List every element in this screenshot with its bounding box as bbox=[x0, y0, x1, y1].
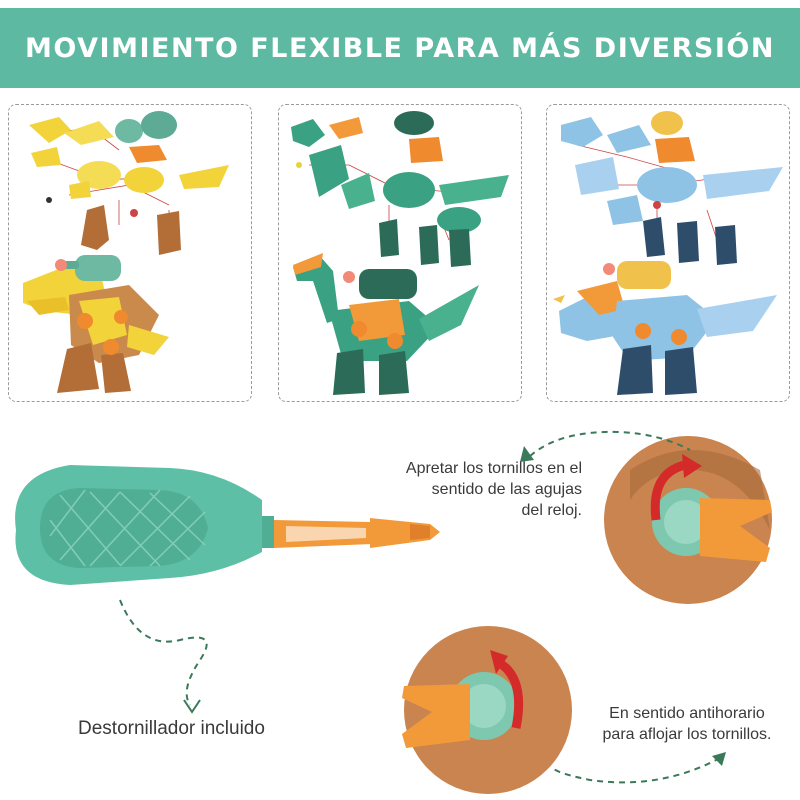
dashed-arrows bbox=[119, 430, 721, 784]
t-rex-kit-image bbox=[8, 104, 252, 402]
screwdriver-image bbox=[15, 465, 440, 585]
title-banner: MOVIMIENTO FLEXIBLE PARA MÁS DIVERSIÓN bbox=[0, 8, 800, 88]
tighten-caption-line: Apretar los tornillos en el bbox=[405, 460, 582, 477]
loosen-caption-line: En sentido antihorario bbox=[609, 705, 765, 722]
loosen-caption: En sentido antihorario para aflojar los … bbox=[584, 703, 790, 745]
t-rex-kit-illustration bbox=[23, 111, 229, 393]
arrow-head-icon bbox=[183, 699, 201, 714]
triceratops-kit-illustration bbox=[553, 111, 783, 395]
tighten-caption: Apretar los tornillos en el sentido de l… bbox=[366, 458, 582, 521]
loosen-screw-closeup bbox=[402, 626, 572, 794]
brachiosaurus-kit-illustration bbox=[291, 111, 509, 395]
banner-title: MOVIMIENTO FLEXIBLE PARA MÁS DIVERSIÓN bbox=[25, 32, 775, 64]
arrow-head-icon bbox=[520, 446, 534, 462]
loosen-caption-line: para aflojar los tornillos. bbox=[602, 726, 772, 743]
tighten-caption-line: del reloj. bbox=[521, 502, 582, 519]
tighten-caption-line: sentido de las agujas bbox=[431, 481, 582, 498]
triceratops-kit-image bbox=[546, 104, 790, 402]
tighten-screw-closeup bbox=[604, 436, 772, 604]
arrow-head-icon bbox=[712, 752, 726, 766]
screwdriver-caption: Destornillador incluido bbox=[78, 718, 265, 739]
brachiosaurus-kit-image bbox=[278, 104, 522, 402]
